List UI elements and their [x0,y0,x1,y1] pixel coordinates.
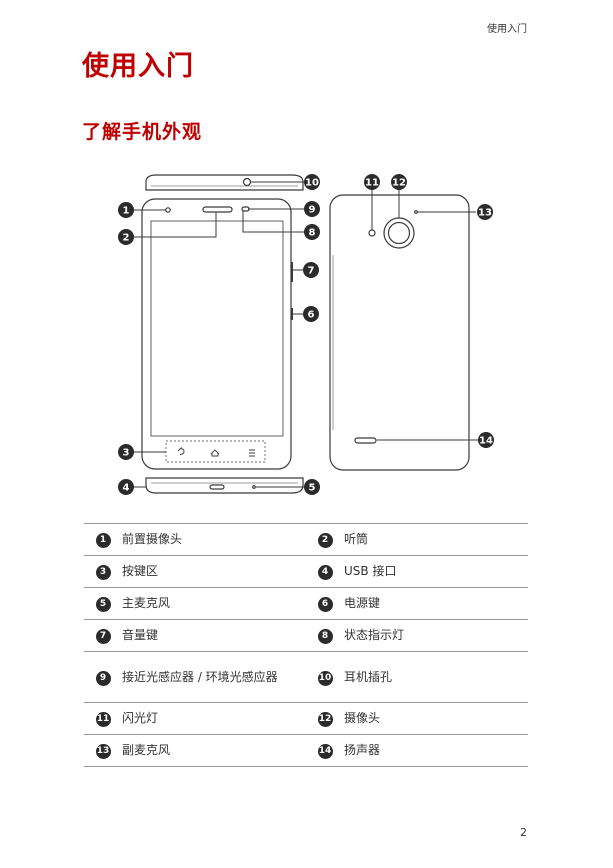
part-number: 3 [95,565,111,580]
part-number: 2 [317,533,333,548]
section-title: 了解手机外观 [82,121,203,143]
svg-text:9: 9 [309,205,316,216]
svg-text:4: 4 [123,483,130,494]
callout-12: 12 [391,174,407,190]
phone-front-view [141,198,293,470]
phone-back-view [329,194,470,471]
callout-4: 4 [118,479,134,495]
svg-text:14: 14 [479,436,493,447]
svg-text:10: 10 [305,178,319,189]
part-name: 电源键 [344,587,528,620]
part-name: 闪光灯 [122,702,306,735]
table-row: 13 副麦克风 14 扬声器 [84,734,528,767]
running-header: 使用入门 [487,24,527,35]
table-row: 5 主麦克风 6 电源键 [84,587,528,620]
part-number: 13 [95,744,111,759]
callout-14: 14 [478,432,494,448]
callout-8: 8 [304,224,320,240]
table-row: 3 按键区 4 USB 接口 [84,555,528,588]
menu-key-icon [249,449,255,457]
part-name: 主麦克风 [122,587,306,620]
home-key-icon [210,449,220,457]
secondary-mic-icon [414,210,418,214]
callout-1: 1 [118,202,134,218]
phone-bottom-view [145,477,304,494]
callout-11: 11 [364,174,380,190]
part-number: 9 [95,670,111,686]
part-number: 10 [317,670,333,686]
part-name: 摄像头 [344,702,528,735]
callout-10: 10 [304,174,320,190]
svg-text:12: 12 [392,178,406,189]
part-name: 副麦克风 [122,734,306,767]
phone-top-view [145,174,304,191]
table-row: 1 前置摄像头 2 听筒 [84,523,528,556]
part-number: 5 [95,597,111,612]
part-name: 听筒 [344,523,528,556]
svg-text:11: 11 [365,178,379,189]
part-number: 1 [95,533,111,548]
part-number: 14 [317,744,333,759]
page-number: 2 [520,826,527,839]
callout-13: 13 [477,204,493,220]
flash-icon [368,229,376,237]
svg-text:7: 7 [308,266,315,277]
part-number: 12 [317,712,333,727]
part-name: 耳机插孔 [344,651,528,703]
part-number: 11 [95,712,111,727]
part-name: 状态指示灯 [344,619,528,652]
part-name: 前置摄像头 [122,523,306,556]
part-name: 接近光感应器 / 环境光感应器 [122,651,306,703]
part-number: 8 [317,629,333,644]
part-name: USB 接口 [344,555,528,588]
part-number: 7 [95,629,111,644]
phone-appearance-diagram: 10 1 2 9 8 7 6 3 4 5 11 12 13 14 [118,174,494,495]
usb-port-icon [209,484,225,490]
part-name: 按键区 [122,555,306,588]
callout-6: 6 [303,306,319,322]
earpiece-icon [202,206,233,213]
callout-3: 3 [118,444,134,460]
part-name: 音量键 [122,619,306,652]
table-row: 9 接近光感应器 / 环境光感应器 10 耳机插孔 [84,651,528,703]
svg-text:6: 6 [308,310,315,321]
part-number: 6 [317,597,333,612]
back-key-icon [177,447,185,455]
page-title: 使用入门 [82,51,194,82]
callout-5: 5 [304,479,320,495]
svg-text:3: 3 [123,448,130,459]
svg-text:13: 13 [478,208,492,219]
speaker-icon [354,437,377,444]
svg-text:8: 8 [309,228,316,239]
svg-text:5: 5 [309,483,316,494]
svg-text:1: 1 [123,206,130,217]
front-camera-icon [165,207,171,213]
parts-table: 1 前置摄像头 2 听筒 3 按键区 4 USB 接口 5 主麦克风 6 电源键… [84,523,528,767]
table-row: 7 音量键 8 状态指示灯 [84,619,528,652]
callout-9: 9 [304,201,320,217]
callout-2: 2 [118,229,134,245]
table-row: 11 闪光灯 12 摄像头 [84,702,528,735]
svg-text:2: 2 [123,233,130,244]
part-name: 扬声器 [344,734,528,767]
sensor-icon [241,206,250,212]
part-number: 4 [317,565,333,580]
callout-7: 7 [303,262,319,278]
